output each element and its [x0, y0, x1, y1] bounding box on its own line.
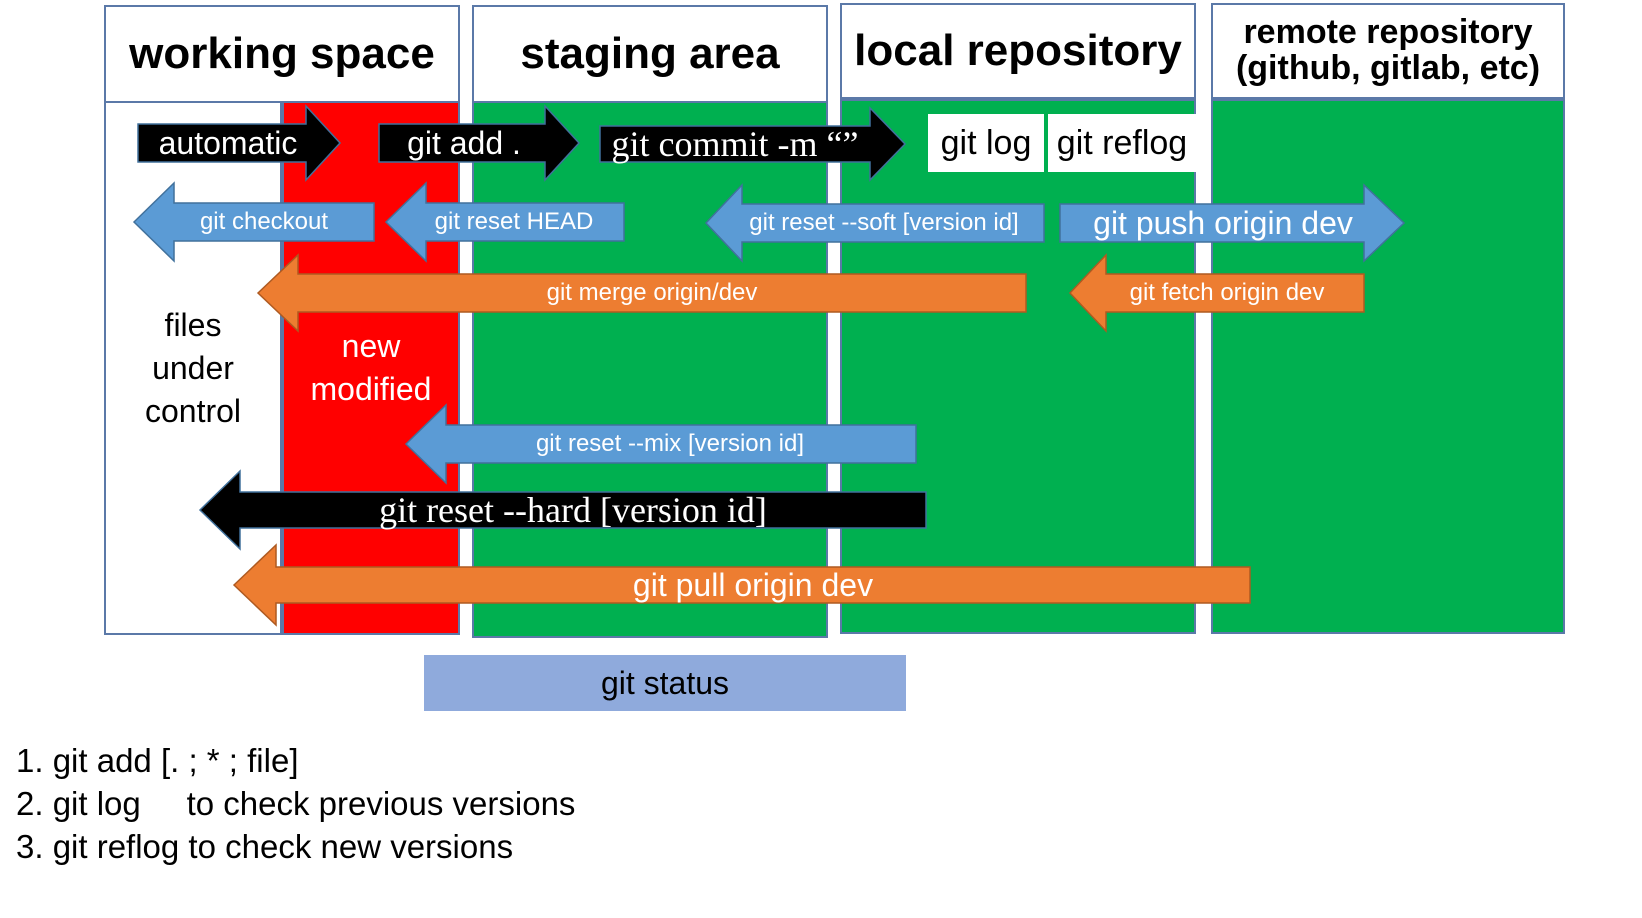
git-log-box: git log: [928, 114, 1044, 172]
automatic-label: automatic: [158, 124, 298, 161]
files-line: files: [164, 307, 222, 343]
git-reset-head-arrow: [384, 181, 625, 263]
git-commit-arrow: [599, 106, 907, 182]
git-merge-arrow: [256, 253, 1027, 333]
new-modified-zone: [282, 101, 460, 635]
header-staging-area-label: staging area: [520, 28, 780, 78]
header-staging-area: staging area: [472, 5, 828, 103]
git-pull-arrow: [232, 543, 1251, 627]
git-status-bar: git status: [424, 655, 906, 711]
git-reset-mix-label: git reset --mix [version id]: [535, 430, 805, 457]
remote-repository-zone: [1211, 99, 1565, 634]
staging-area-zone: [472, 101, 828, 638]
note-1: 1. git add [. ; * ; file]: [16, 742, 299, 779]
git-fetch-arrow: [1068, 253, 1365, 333]
files-under-control-text: files under control: [108, 304, 278, 433]
git-checkout-label: git checkout: [199, 208, 329, 235]
header-remote-line2: (github, gitlab, etc): [1235, 49, 1541, 87]
under-line: under: [152, 350, 234, 386]
git-add-arrow: [378, 104, 581, 182]
git-status-label: git status: [600, 664, 730, 701]
git-checkout-arrow: [132, 181, 375, 263]
new-line: new: [341, 328, 401, 364]
git-reset-soft-label: git reset --soft [version id]: [749, 209, 1019, 236]
header-remote-repository: remote repository (github, gitlab, etc): [1211, 3, 1565, 99]
header-remote-line1: remote repository: [1243, 13, 1533, 52]
git-reset-head-label: git reset HEAD: [434, 208, 594, 235]
new-modified-text: new modified: [286, 325, 456, 411]
git-fetch-label: git fetch origin dev: [1129, 279, 1325, 306]
git-reflog-box: git reflog: [1048, 114, 1196, 172]
git-pull-label: git pull origin dev: [632, 566, 874, 603]
automatic-arrow: [137, 104, 342, 182]
header-local-repository-label: local repository: [854, 25, 1182, 75]
header-local-repository: local repository: [840, 3, 1196, 99]
git-reset-mix-arrow: [404, 403, 917, 485]
control-line: control: [144, 393, 242, 429]
header-working-space: working space: [104, 5, 460, 103]
git-push-arrow: [1059, 183, 1406, 263]
git-commit-label: git commit -m “”: [611, 124, 859, 164]
git-log-label: git log: [940, 123, 1032, 162]
git-push-label: git push origin dev: [1093, 204, 1353, 241]
working-files-zone: [104, 101, 282, 635]
modified-line: modified: [310, 371, 432, 407]
local-repository-zone: [840, 99, 1196, 634]
git-reset-hard-arrow: [198, 469, 927, 551]
note-2: 2. git log to check previous versions: [16, 785, 576, 822]
git-reset-soft-arrow: [704, 183, 1045, 263]
git-add-label: git add .: [407, 124, 521, 161]
git-reflog-label: git reflog: [1056, 123, 1188, 162]
note-3: 3. git reflog to check new versions: [16, 828, 514, 865]
git-reset-hard-label: git reset --hard [version id]: [379, 490, 767, 530]
git-merge-label: git merge origin/dev: [546, 279, 758, 306]
header-working-space-label: working space: [129, 28, 435, 78]
